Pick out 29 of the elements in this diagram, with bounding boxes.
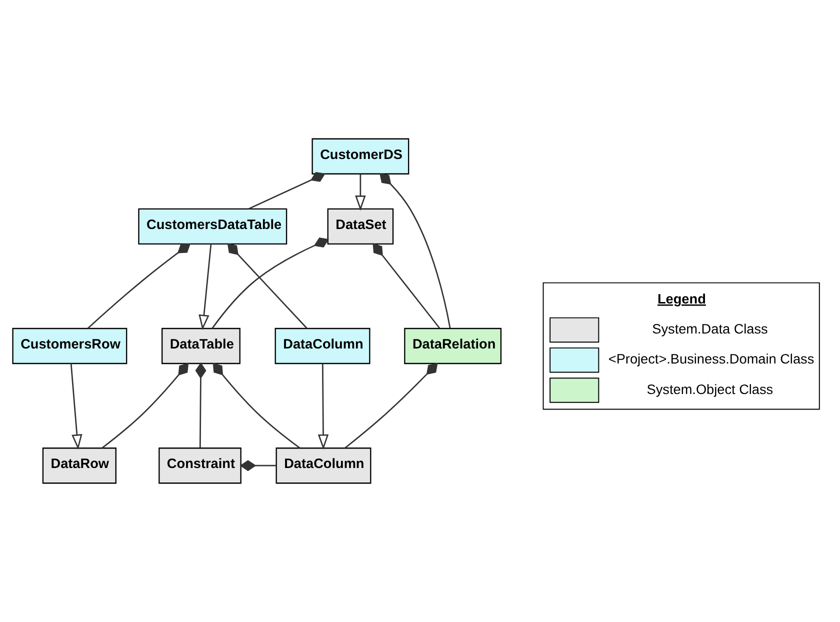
node-box: DataRow [42, 448, 116, 484]
arrow [198, 244, 212, 330]
node-box: CustomersRow [12, 328, 128, 364]
legend-label: System.Object Class [646, 382, 774, 397]
arrow [355, 174, 366, 211]
arrow [70, 364, 82, 450]
connector [212, 237, 329, 329]
legend-label: System.Data Class [652, 322, 768, 337]
connector [227, 243, 308, 329]
connector [248, 172, 326, 210]
arrow [318, 364, 329, 450]
node-box: DataColumn [274, 328, 370, 364]
node-box: DataColumn [276, 448, 372, 484]
node-box: CustomerDS [312, 138, 410, 174]
connector [195, 362, 206, 448]
connector [240, 460, 276, 472]
node-box: CustomersDataTable [138, 208, 288, 244]
node-box: DataTable [162, 328, 240, 364]
connector [102, 362, 189, 448]
connector [380, 173, 451, 328]
node-box: DataRelation [404, 328, 502, 364]
connector [212, 362, 300, 449]
node-box: DataSet [327, 208, 394, 244]
legend-label: <Project>.Business.Domain Class [608, 352, 814, 367]
connector [344, 362, 438, 449]
connector [87, 243, 191, 329]
node-box: Constraint [158, 448, 242, 484]
connector [372, 243, 440, 329]
label: Legend [658, 291, 706, 306]
